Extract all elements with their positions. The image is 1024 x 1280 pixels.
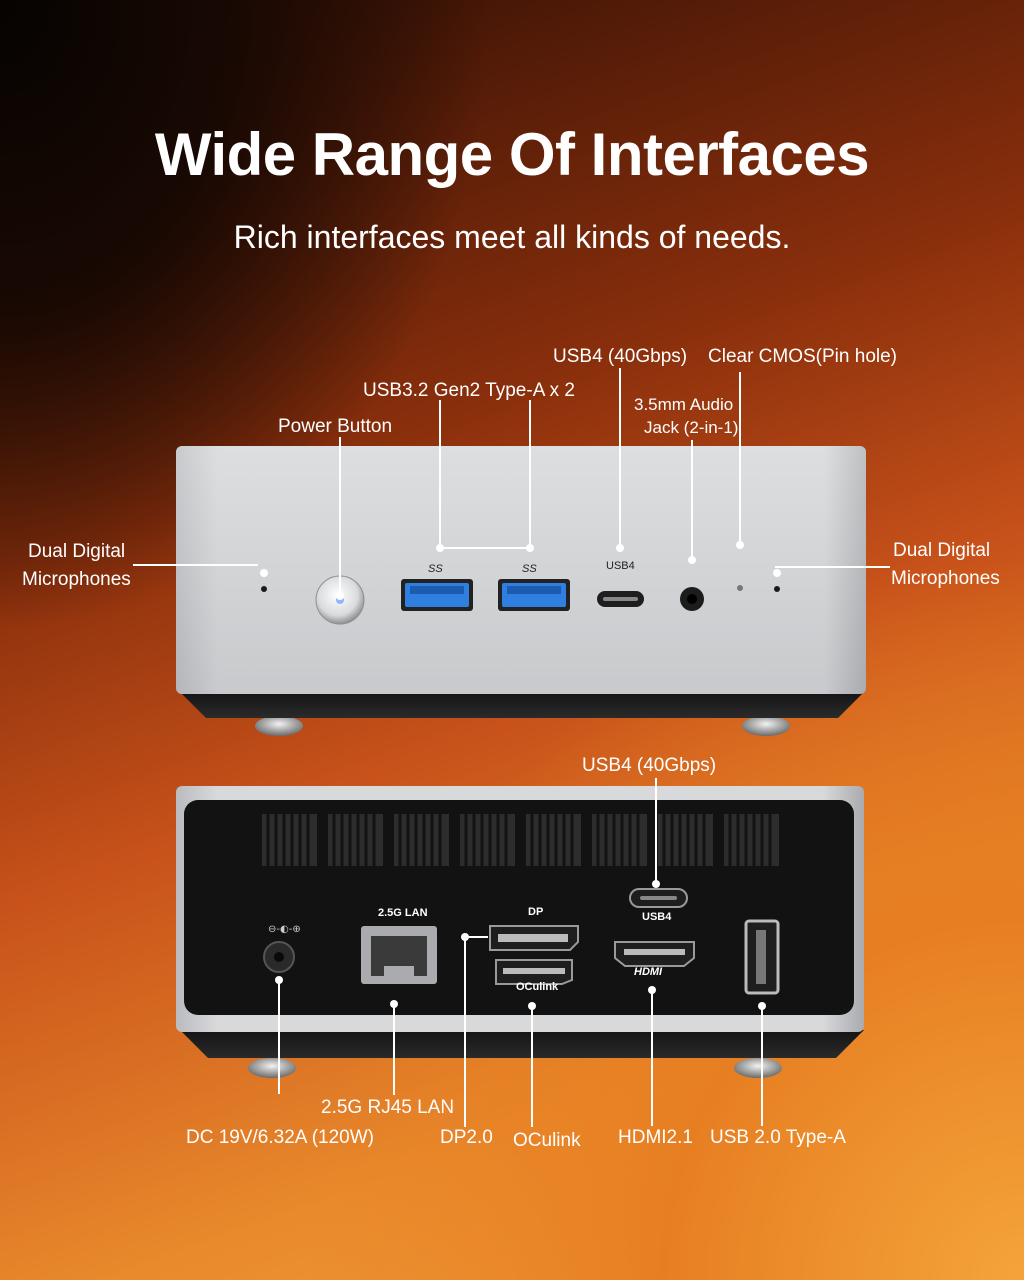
oculink-mark: OCulink — [516, 981, 559, 993]
label-clear-cmos: Clear CMOS(Pin hole) — [708, 346, 897, 367]
label-usb20: USB 2.0 Type-A — [710, 1127, 846, 1148]
label-mic-right-1: Dual Digital — [893, 540, 991, 561]
label-mic-right-2: Microphones — [891, 568, 1000, 589]
label-audio-line2: Jack (2-in-1) — [644, 418, 739, 437]
label-dp: DP2.0 — [440, 1127, 493, 1148]
label-usb4-back: USB4 (40Gbps) — [582, 755, 717, 776]
page-subtitle: Rich interfaces meet all kinds of needs. — [233, 219, 791, 255]
label-usb32: USB3.2 Gen2 Type-A x 2 — [363, 380, 575, 401]
usb4-back-mark: USB4 — [642, 911, 672, 923]
dp-mark: DP — [528, 906, 544, 918]
label-dc: DC 19V/6.32A (120W) — [186, 1127, 374, 1148]
usb4-front-mark: USB4 — [606, 560, 635, 572]
back-base — [180, 1030, 864, 1058]
front-foot-left — [255, 716, 303, 736]
label-mic-left-1: Dual Digital — [28, 541, 126, 562]
cmos-pinhole-shape — [737, 585, 743, 591]
label-audio-line1: 3.5mm Audio — [634, 395, 734, 414]
label-power-button: Power Button — [278, 416, 393, 437]
front-base — [180, 692, 864, 718]
ss-mark-left: SS — [428, 563, 443, 575]
front-mic-left — [261, 586, 267, 592]
label-mic-left-2: Microphones — [22, 569, 131, 590]
ss-mark-right: SS — [522, 563, 537, 575]
hdmi-mark: HDMI — [634, 966, 663, 978]
front-mic-right — [774, 586, 780, 592]
label-rj45: 2.5G RJ45 LAN — [321, 1097, 455, 1118]
label-hdmi: HDMI2.1 — [618, 1127, 693, 1148]
back-foot-left — [248, 1058, 296, 1078]
label-usb4-front: USB4 (40Gbps) — [553, 346, 688, 367]
svg-text:⊖-◐-⊕: ⊖-◐-⊕ — [268, 924, 301, 935]
lan-mark: 2.5G LAN — [378, 907, 428, 919]
page-title: Wide Range Of Interfaces — [154, 121, 870, 188]
front-foot-right — [742, 716, 790, 736]
back-foot-right — [734, 1058, 782, 1078]
label-oculink: OCulink — [513, 1130, 581, 1151]
